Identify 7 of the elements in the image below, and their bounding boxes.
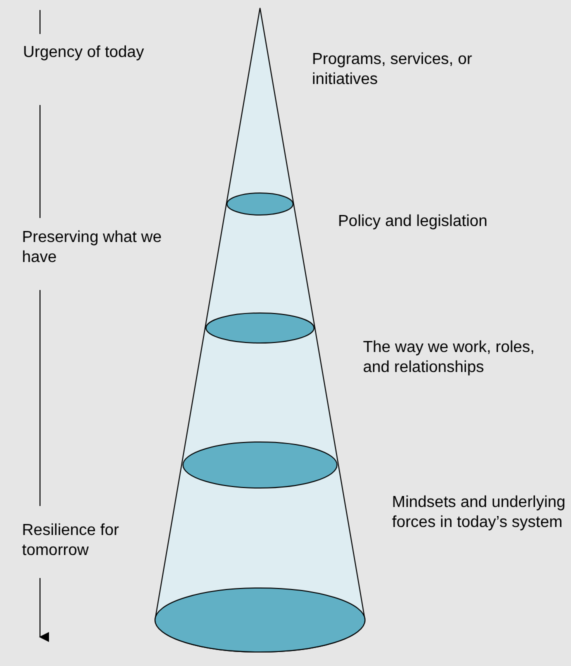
level-label: Resilience for tomorrow	[22, 521, 120, 561]
level-label: Preserving what we have	[22, 228, 163, 268]
level-label: Urgency of today	[23, 43, 145, 63]
level-label: Programs, services, or initiatives	[312, 50, 474, 90]
level-label: Mindsets and underlying forces in today’s system	[392, 493, 566, 533]
level-label: The way we work, roles, and relationships	[363, 338, 536, 378]
level-label: Policy and legislation	[338, 212, 488, 232]
